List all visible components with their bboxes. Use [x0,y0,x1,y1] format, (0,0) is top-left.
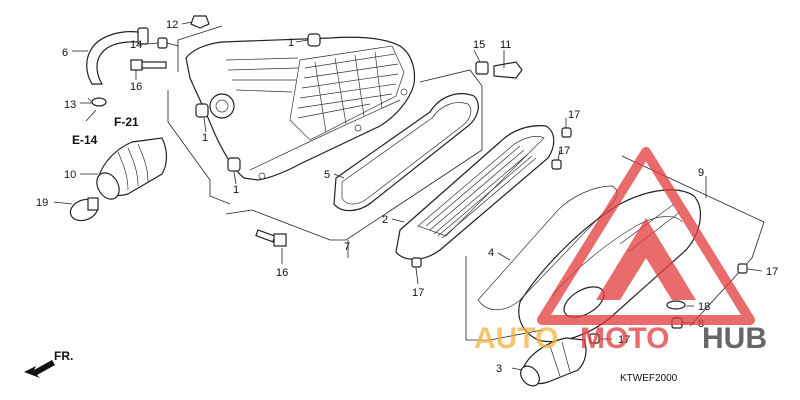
callout-14: 14 [130,39,142,51]
automotohub-watermark: AUTO MOTO HUB [474,147,767,355]
watermark-auto: AUTO [474,322,558,355]
callout-17-c: 17 [412,287,424,299]
tube-band [69,197,99,222]
screw-17e [589,333,600,344]
callout-7: 7 [344,241,350,253]
grommet-mid [195,103,209,118]
clip-nut [190,15,210,29]
bolt-upper [130,59,167,71]
front-label: FR. [54,349,73,363]
callout-1-top: 1 [288,37,294,49]
callout-16-upper: 16 [130,81,142,93]
front-arrow: FR. [24,349,73,378]
ref-f21: F-21 [114,115,139,129]
ref-e14: E-14 [72,133,98,147]
callout-17-a: 17 [568,109,580,121]
callout-17-d: 17 [766,266,778,278]
cover-bracket [465,155,765,341]
callout-16-lower: 16 [276,267,288,279]
callout-9: 9 [698,167,704,179]
grommet-low [227,157,241,172]
callout-17-b: 17 [558,145,570,157]
bolt-lower [255,229,287,247]
drain-plug [493,60,523,79]
case-assembly-bracket [167,25,231,205]
callout-6: 6 [62,47,68,59]
leader-lines [53,21,763,371]
watermark-moto: MOTO [580,322,669,355]
gasket-bracket [225,69,483,258]
intake-duct [520,337,587,387]
breather-hose [86,27,149,85]
hose-clip [87,97,107,107]
cover-seal [666,300,686,310]
callout-11: 11 [500,39,511,51]
case-gasket [333,93,479,212]
grommet-top [307,33,321,47]
drain-fitting [475,61,489,75]
callout-1-mid: 1 [202,132,208,144]
callout-3: 3 [496,363,502,375]
air-filter-element [395,125,555,260]
callout-18: 18 [698,301,710,313]
screw-17a [561,127,572,138]
callout-1-low: 1 [233,184,239,196]
screw-17c [411,257,422,268]
callout-4: 4 [488,247,494,259]
diagram-code: KTWEF2000 [620,373,678,384]
callout-2: 2 [382,214,388,226]
callout-5: 5 [324,169,330,181]
callout-17-e: 17 [618,334,630,346]
callout-10: 10 [64,169,76,181]
small-fitting [157,37,179,49]
screw-17b [551,159,562,170]
screw-17d [737,263,748,274]
callout-15: 15 [473,39,485,51]
air-cleaner-case [185,36,416,181]
callout-12: 12 [166,19,178,31]
connecting-tube [96,137,168,200]
callout-13: 13 [64,99,76,111]
watermark-hub: HUB [702,322,767,355]
callout-19: 19 [36,197,48,209]
